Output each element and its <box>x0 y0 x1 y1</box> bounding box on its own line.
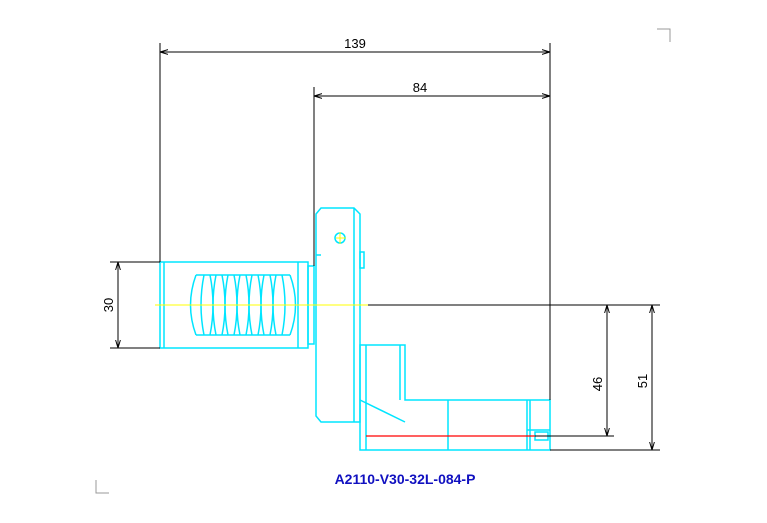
dim-overall-length: 139 <box>344 36 366 51</box>
dim-height-46: 46 <box>590 377 605 391</box>
part-number-label: A2110-V30-32L-084-P <box>335 471 476 487</box>
dim-head-length: 84 <box>413 80 427 95</box>
dim-height-51: 51 <box>635 374 650 388</box>
frame-corner-marks <box>95 28 671 494</box>
dim-shank-diameter: 30 <box>101 298 116 312</box>
center-lines <box>155 232 368 306</box>
dimension-lines <box>110 43 660 451</box>
tool-holder-part <box>159 207 551 451</box>
head-body <box>359 344 551 451</box>
flange <box>315 207 365 423</box>
